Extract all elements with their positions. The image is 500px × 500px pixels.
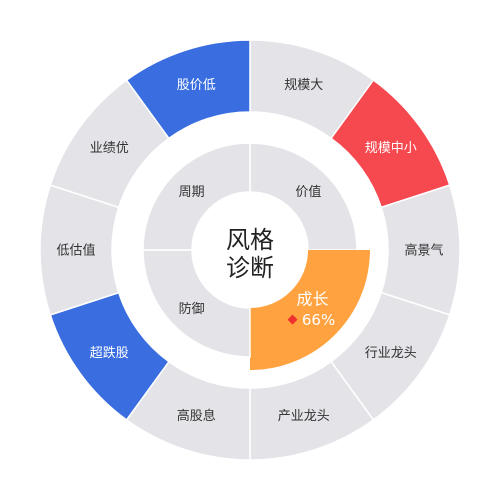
active-marker-icon	[287, 314, 298, 325]
outer-label-good-earnings: 业绩优	[90, 141, 129, 156]
outer-segment-low-price	[125, 39, 251, 140]
outer-label-size-mid-small: 规模中小	[365, 141, 417, 156]
outer-label-high-dividend: 高股息	[177, 408, 216, 424]
outer-label-low-price: 股价低	[177, 78, 216, 93]
inner-label-value: 价值	[295, 184, 321, 200]
outer-label-chain-leader: 产业龙头	[278, 409, 330, 424]
outer-label-large-cap: 规模大	[284, 78, 323, 93]
inner-label-growth: 成长	[297, 290, 329, 309]
center-title-line1: 风格	[226, 226, 274, 254]
outer-label-oversold: 超跌股	[90, 345, 129, 361]
outer-label-high-prosperity: 高景气	[404, 243, 443, 259]
inner-label-defensive: 防御	[179, 301, 205, 317]
center-circle	[192, 192, 308, 308]
inner-label-cyclical: 周期	[179, 185, 205, 200]
inner-percent-growth: 66%	[302, 311, 335, 329]
center-title-line2: 诊断	[226, 254, 274, 282]
outer-label-industry-leader: 行业龙头	[365, 346, 417, 361]
outer-label-low-valuation: 低估值	[56, 243, 95, 259]
center-hub: 风格 诊断	[192, 192, 308, 308]
